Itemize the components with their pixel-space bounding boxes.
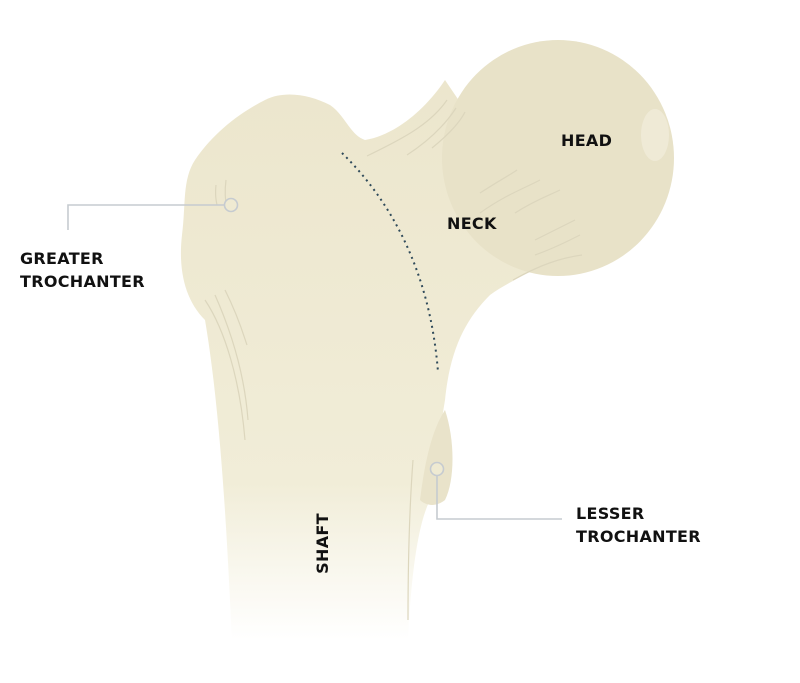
label-line: TROCHANTER: [20, 272, 145, 291]
label-line: TROCHANTER: [576, 527, 701, 546]
lesser-trochanter-shape: [420, 410, 453, 505]
label-neck: NECK: [447, 214, 497, 233]
label-head: HEAD: [561, 131, 613, 150]
label-line: LESSER: [576, 504, 645, 523]
label-shaft: SHAFT: [312, 513, 332, 574]
label-greater-trochanter: GREATER TROCHANTER: [20, 247, 145, 293]
head-highlight: [641, 109, 669, 161]
femoral-head: [442, 40, 674, 276]
leader-lines: [67, 197, 562, 520]
dotted-neck-line: [341, 152, 439, 373]
label-line: GREATER: [20, 249, 104, 268]
label-lesser-trochanter: LESSER TROCHANTER: [576, 502, 701, 548]
